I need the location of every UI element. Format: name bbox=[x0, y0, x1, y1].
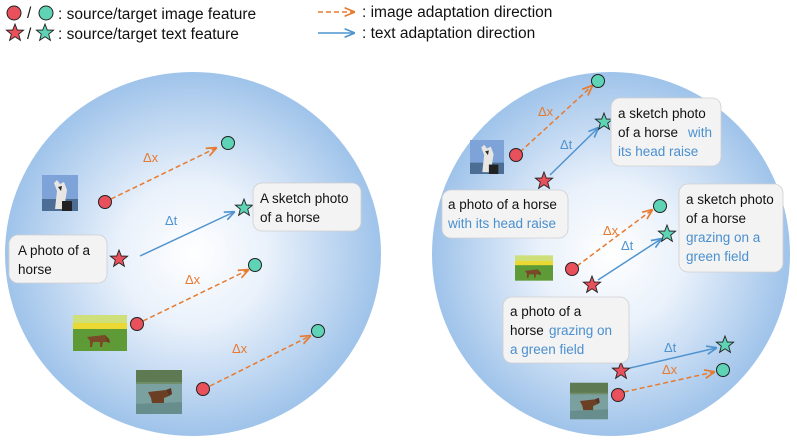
right-caption-sketch-grazing: a sketch photo of a horse grazing on a g… bbox=[678, 183, 784, 273]
right-horse-head-image bbox=[470, 140, 504, 174]
legend-image-feature: : source/target image feature bbox=[58, 6, 256, 23]
left-source-image-point-2 bbox=[130, 317, 144, 331]
legend-image-direction: : image adaptation direction bbox=[362, 4, 552, 21]
right-caption-1-line2: of a horse bbox=[618, 125, 678, 140]
legend: / : source/target image feature / : sour… bbox=[5, 4, 552, 43]
right-caption-2-line2: with its head raise bbox=[447, 216, 556, 231]
right-source-image-point-1 bbox=[509, 148, 523, 162]
right-text-arrow-3 bbox=[629, 348, 716, 369]
right-caption-4-line2: horse bbox=[510, 323, 544, 338]
left-source-image-point-1 bbox=[98, 195, 112, 209]
right-delta-t-2: Δt bbox=[621, 238, 634, 253]
left-delta-t: Δt bbox=[165, 213, 178, 228]
left-horse-grass-image bbox=[73, 315, 127, 351]
right-source-image-point-2 bbox=[565, 262, 579, 276]
legend-text-direction: : text adaptation direction bbox=[362, 25, 535, 42]
left-target-image-point-3 bbox=[311, 324, 325, 338]
right-caption-4-line1: a photo of a bbox=[510, 304, 582, 319]
right-target-image-point-1 bbox=[591, 74, 605, 88]
right-delta-x-3: Δx bbox=[662, 362, 678, 377]
right-image-arrow-1 bbox=[519, 86, 592, 153]
right-caption-3-line1: a sketch photo bbox=[686, 192, 774, 207]
right-delta-t-1: Δt bbox=[560, 137, 573, 152]
left-target-caption-line1: A sketch photo bbox=[260, 191, 349, 206]
left-source-caption-line1: A photo of a bbox=[18, 243, 91, 258]
left-target-caption: A sketch photo of a horse bbox=[252, 182, 362, 232]
legend-slash: / bbox=[27, 5, 32, 22]
target-image-feature-icon bbox=[38, 5, 54, 21]
right-image-arrow-3 bbox=[623, 372, 714, 393]
left-horse-water-image bbox=[136, 370, 182, 414]
right-target-image-point-2 bbox=[653, 199, 667, 213]
right-caption-3-line2: of a horse bbox=[686, 211, 746, 226]
left-horse-head-image bbox=[42, 175, 78, 211]
right-caption-1-line3: its head raise bbox=[618, 144, 698, 159]
right-caption-4-line2-highlight: grazing on bbox=[549, 323, 612, 338]
left-delta-x-1: Δx bbox=[143, 150, 159, 165]
right-delta-x-1: Δx bbox=[538, 104, 554, 119]
left-source-caption-line2: horse bbox=[18, 262, 52, 277]
right-caption-photo-head: a photo of a horse with its head raise bbox=[441, 189, 569, 239]
legend-text-feature: : source/target text feature bbox=[58, 26, 239, 43]
right-caption-1-line1: a sketch photo bbox=[618, 106, 706, 121]
right-delta-x-2: Δx bbox=[603, 223, 619, 238]
left-image-arrow-3 bbox=[209, 336, 310, 387]
legend-slash-2: / bbox=[27, 26, 32, 43]
right-caption-1-line2-highlight: with bbox=[687, 125, 712, 140]
right-caption-4-line3: a green field bbox=[510, 342, 584, 357]
left-target-image-point-1 bbox=[221, 136, 235, 150]
left-panel: Δx Δx Δx Δt A photo of a horse A sketch … bbox=[5, 72, 381, 436]
right-source-image-point-3 bbox=[611, 388, 625, 402]
left-text-arrow bbox=[139, 212, 234, 257]
source-image-feature-icon bbox=[6, 5, 22, 21]
right-target-image-point-3 bbox=[716, 363, 730, 377]
left-image-arrow-1 bbox=[110, 148, 216, 200]
right-horse-grass-image bbox=[515, 255, 553, 281]
target-text-feature-icon bbox=[35, 23, 55, 41]
left-source-caption: A photo of a horse bbox=[8, 234, 108, 284]
right-caption-sketch-head: a sketch photo of a horse with its head … bbox=[610, 97, 722, 167]
right-caption-2-line1: a photo of a horse bbox=[448, 197, 557, 212]
left-image-arrow-2 bbox=[142, 270, 248, 322]
source-text-feature-icon bbox=[5, 23, 25, 41]
left-target-image-point-2 bbox=[248, 258, 262, 272]
right-text-arrow-2 bbox=[597, 239, 661, 281]
left-target-caption-line2: of a horse bbox=[260, 210, 320, 225]
right-panel: Δx Δx Δx Δt Δt Δt a sketch photo of a ho… bbox=[432, 72, 790, 436]
left-delta-x-3: Δx bbox=[232, 341, 248, 356]
right-delta-t-3: Δt bbox=[664, 340, 677, 355]
right-horse-water-image bbox=[570, 382, 608, 420]
right-caption-photo-grazing: a photo of a horse grazing on a green fi… bbox=[502, 296, 630, 364]
left-delta-x-2: Δx bbox=[185, 272, 201, 287]
right-text-arrow-1 bbox=[549, 128, 598, 176]
right-caption-3-line3: grazing on a bbox=[686, 230, 761, 245]
left-source-image-point-3 bbox=[196, 382, 210, 396]
right-caption-3-line4: green field bbox=[686, 249, 749, 264]
